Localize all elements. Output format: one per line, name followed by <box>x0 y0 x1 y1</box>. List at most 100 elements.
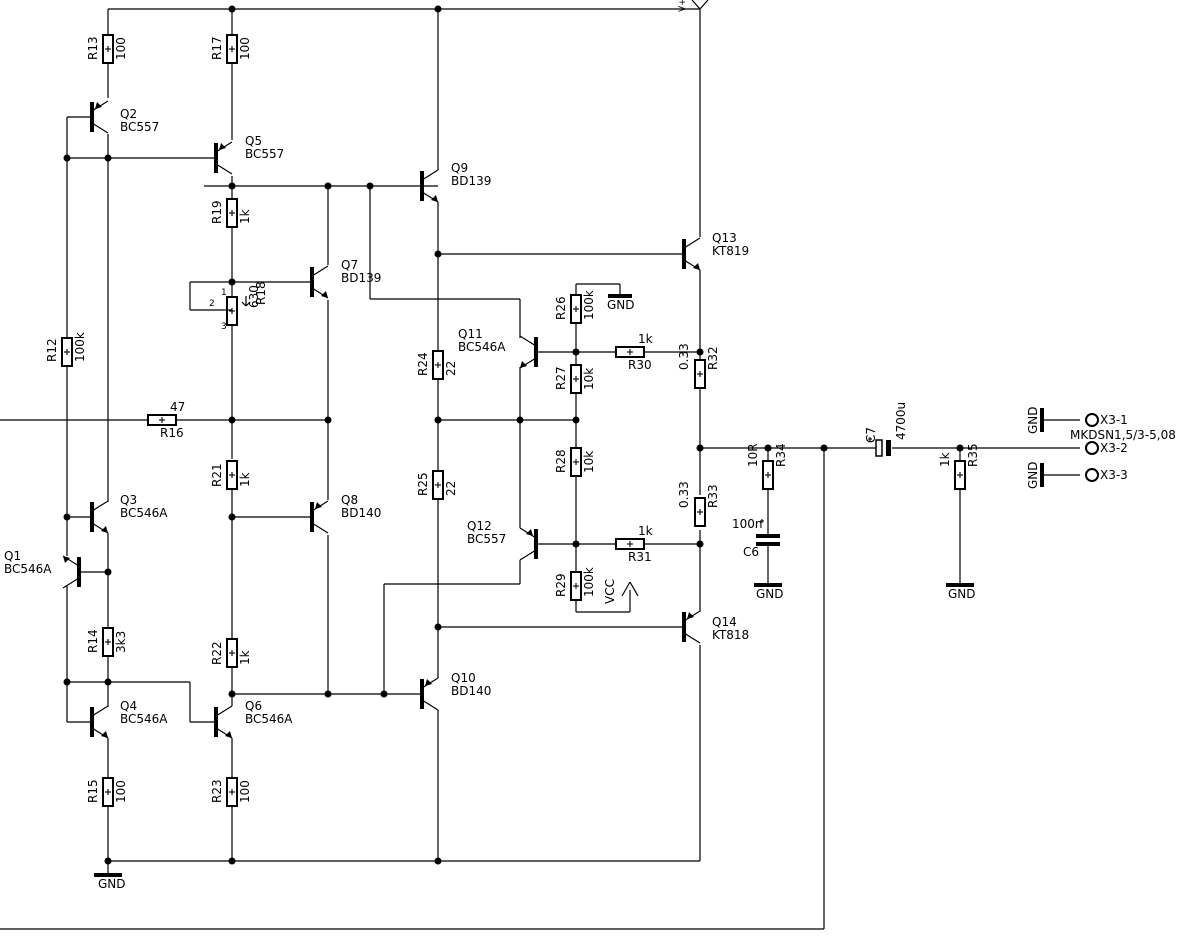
connector-part: MKDSN1,5/3-5,08 <box>1070 428 1176 442</box>
resistor-r21: R21 1k <box>210 460 252 490</box>
connector-x3: X3-1 MKDSN1,5/3-5,08 X3-2 X3-3 <box>1070 413 1176 482</box>
resistor-r31: R31 1k <box>615 524 653 564</box>
transistor-part: BD140 <box>341 506 381 520</box>
resistor-value: 1k <box>238 650 252 665</box>
resistor-name: R13 <box>86 36 100 60</box>
gnd-symbol-r35: GND <box>946 583 976 601</box>
gnd-label: GND <box>756 587 784 601</box>
gnd-symbol-x3-1: GND <box>1026 406 1044 434</box>
resistor-name: R35 <box>966 443 980 467</box>
resistor-r23: R23 100 <box>210 777 252 807</box>
transistor-part: BC557 <box>245 147 284 161</box>
resistor-name: R18 <box>254 281 268 305</box>
transistor-part: KT819 <box>712 244 749 258</box>
transistor-name: Q9 <box>451 161 468 175</box>
transistor-part: BC546A <box>120 712 168 726</box>
transistor-name: Q8 <box>341 493 358 507</box>
resistor-r13: R13 100 <box>86 34 128 64</box>
transistor-name: Q2 <box>120 107 137 121</box>
transistor-part: BD139 <box>341 271 381 285</box>
resistor-value: 100 <box>114 780 128 803</box>
resistor-value: 1k <box>638 524 653 538</box>
transistor-name: Q14 <box>712 615 737 629</box>
transistor-name: Q12 <box>467 519 492 533</box>
resistor-value: 0.33 <box>677 343 691 370</box>
transistor-name: Q11 <box>458 327 483 341</box>
transistor-part: BC546A <box>120 506 168 520</box>
resistor-r12: R12 100k <box>45 332 87 367</box>
gnd-label: GND <box>1026 406 1040 434</box>
resistor-value: 22 <box>444 361 458 376</box>
resistor-value: 100k <box>73 332 87 362</box>
resistor-name: R27 <box>554 366 568 390</box>
x3-pin2-label: X3-2 <box>1100 441 1128 455</box>
resistor-name: R23 <box>210 779 224 803</box>
resistor-name: R31 <box>628 550 652 564</box>
resistor-value: 47 <box>170 400 185 414</box>
resistor-value: 1k <box>238 472 252 487</box>
trimmer-r18-details: 1 2 3 <box>209 288 251 332</box>
resistor-name: R30 <box>628 358 652 372</box>
resistor-value: 10k <box>582 451 596 473</box>
wires <box>0 8 1080 930</box>
resistor-r32: R32 0.33 <box>677 343 720 389</box>
x3-pin1-label: X3-1 <box>1100 413 1128 427</box>
resistor-name: R12 <box>45 338 59 362</box>
gnd-label: GND <box>607 298 635 312</box>
r18-pin1: 1 <box>221 288 227 298</box>
vcc-label: VCC <box>603 579 617 604</box>
resistor-name: R28 <box>554 449 568 473</box>
resistor-r22: R22 1k <box>210 638 252 668</box>
transistor-name: Q7 <box>341 258 358 272</box>
resistor-name: R32 <box>706 346 720 370</box>
transistor-name: Q3 <box>120 493 137 507</box>
r18-pin3: 3 <box>221 322 227 332</box>
vplus-label: V+ <box>678 0 688 12</box>
resistor-value: 1k <box>238 209 252 224</box>
gnd-symbol-c6: GND <box>754 583 784 601</box>
resistor-value: 22 <box>444 481 458 496</box>
resistor-value: 3k3 <box>114 631 128 653</box>
resistor-name: R22 <box>210 641 224 665</box>
resistor-name: R34 <box>774 443 788 467</box>
transistor-name: Q13 <box>712 231 737 245</box>
transistor-part: BC546A <box>245 712 293 726</box>
resistor-value: 100 <box>114 37 128 60</box>
gnd-label: GND <box>1026 461 1040 489</box>
gnd-symbol-r26: GND <box>607 294 635 312</box>
vcc-symbol: VCC <box>603 579 639 604</box>
resistor-value: 100 <box>238 780 252 803</box>
c7-value: 4700u <box>894 402 908 440</box>
resistor-value: 10R <box>746 443 760 467</box>
resistor-name: R33 <box>706 484 720 508</box>
transistor-part: BC546A <box>458 340 506 354</box>
resistor-value: 100k <box>582 290 596 320</box>
transistor-part: BD140 <box>451 684 491 698</box>
transistor-part: BC557 <box>120 120 159 134</box>
x3-pin3-label: X3-3 <box>1100 468 1128 482</box>
transistor-name: Q10 <box>451 671 476 685</box>
resistor-name: R26 <box>554 296 568 320</box>
resistor-value: 100 <box>238 37 252 60</box>
resistor-name: R21 <box>210 463 224 487</box>
resistor-name: R19 <box>210 200 224 224</box>
gnd-label: GND <box>948 587 976 601</box>
resistor-value: 0.33 <box>677 481 691 508</box>
resistor-value: 100k <box>582 567 596 597</box>
capacitor-c6: 100n C6 <box>732 517 780 559</box>
